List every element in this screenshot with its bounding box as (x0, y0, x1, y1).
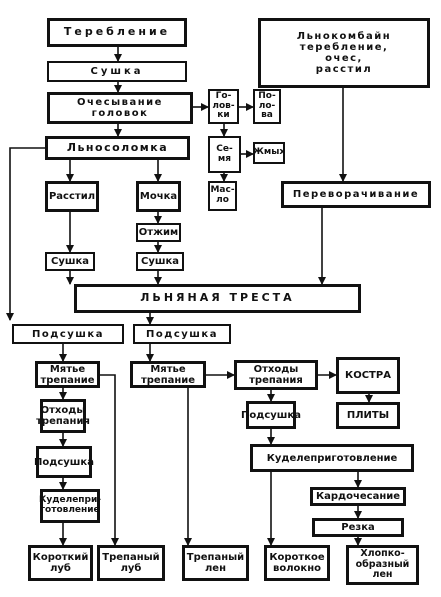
node-lnokombain: Льнокомбайн теребление, очес, расстил (258, 18, 430, 88)
node-maslo: Мас- ло (208, 181, 237, 211)
node-mochka: Мочка (136, 181, 181, 212)
node-rezka: Резка (312, 518, 404, 537)
node-polova: По- ло- ва (253, 89, 281, 124)
node-perevorachivanie: Переворачивание (281, 181, 431, 208)
node-sushka-right: Сушка (136, 252, 184, 271)
node-podsushka-center: Подсушка (133, 324, 231, 344)
arrow-lnosolomka-podsushka-left (6, 147, 45, 321)
node-trepany-len: Трепаный лен (182, 545, 249, 581)
node-sushka-left: Сушка (45, 252, 95, 271)
node-podsushka-left2: Подсушка (34, 446, 94, 478)
node-othody-right: Отходы трепания (234, 360, 318, 390)
node-kudelepri-left: Куделепри- готовление (39, 489, 101, 523)
node-sushka-top: Сушка (47, 61, 187, 82)
node-treblenie: Теребление (47, 18, 187, 47)
node-otzhim: Отжим (136, 223, 181, 242)
node-hlopkoobrazny-len: Хлопко- образный лен (346, 545, 419, 585)
arrow-myate-left-trepany-lub (100, 374, 119, 546)
node-kostra: КОСТРА (336, 357, 400, 394)
node-podsushka-right: Подсушка (241, 401, 301, 429)
node-myate-center: Мятье трепание (130, 361, 206, 388)
node-kudeleprigotovlenie: Куделеприготовление (250, 444, 414, 472)
node-othody-left: Отходы трепания (36, 399, 90, 433)
node-myate-left: Мятье трепание (35, 361, 100, 388)
node-korotkoe-volokno: Короткое волокно (264, 545, 330, 581)
node-lnyanaya-tresta: ЛЬНЯНАЯ ТРЕСТА (74, 284, 361, 313)
node-podsushka-left: Подсушка (12, 324, 124, 344)
node-lnosolomka: Льносоломка (45, 136, 190, 160)
node-semya: Се- мя (208, 136, 241, 173)
node-rastil: Расстил (45, 181, 99, 212)
node-korotkiy-lub: Короткий луб (28, 545, 93, 581)
node-ochesyvanie: Очесывание головок (47, 92, 193, 124)
node-trepany-lub: Трепаный луб (97, 545, 165, 581)
node-zhmyh: Жмых (253, 142, 285, 164)
node-kardochesanie: Кардочесание (310, 487, 406, 506)
node-plity: ПЛИТЫ (336, 402, 400, 429)
node-golovki: Го- лов- ки (208, 89, 239, 124)
